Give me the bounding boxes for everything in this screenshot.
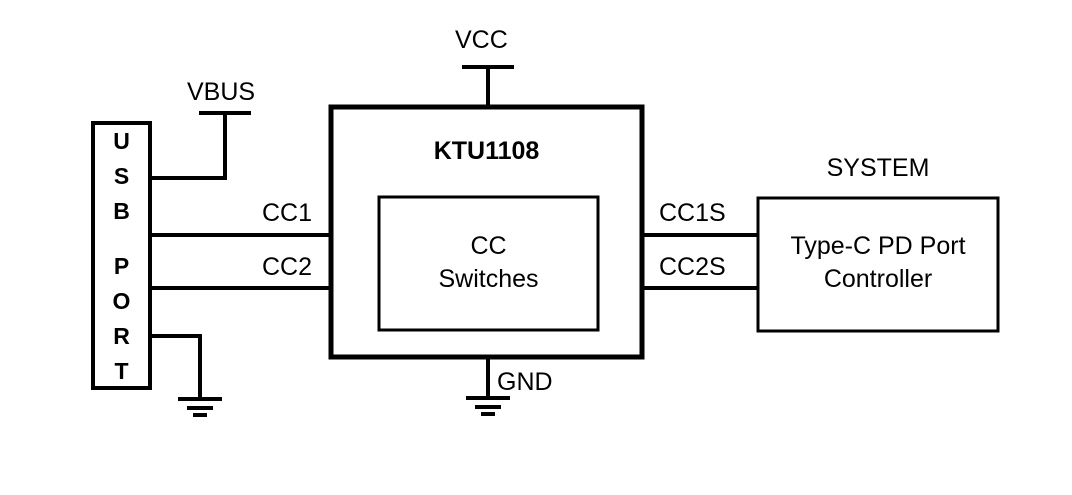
usb-letter-u: U [113, 128, 130, 154]
usb-letter-t: T [114, 358, 129, 384]
cc1s-label: CC1S [659, 199, 726, 227]
system-title-label: SYSTEM [826, 154, 930, 182]
usb-letter-b: B [113, 198, 130, 224]
cc-switches-label-line1: CC [470, 232, 507, 260]
cc2-label: CC2 [262, 253, 313, 281]
usb-letter-r: R [113, 323, 130, 349]
system-controller-box [756, 196, 1000, 333]
gnd-label: GND [497, 368, 553, 396]
usb-port-label: U S B P O R T [93, 130, 150, 383]
usb-letter-p: P [113, 253, 130, 279]
cc2s-label: CC2S [659, 253, 726, 281]
usb-letter-s: S [113, 163, 130, 189]
vbus-label: VBUS [187, 78, 256, 106]
usb-letter-o: O [112, 288, 131, 314]
cc-switches-label-line2: Switches [438, 265, 539, 293]
ktu1108-label: KTU1108 [433, 137, 540, 165]
usb-port-box [91, 121, 152, 390]
system-body-label-line2: Controller [823, 265, 933, 293]
cc-switches-block [377, 195, 600, 332]
cc1-label: CC1 [262, 199, 313, 227]
system-body-label-line1: Type-C PD Port [790, 232, 966, 260]
vcc-label: VCC [455, 26, 508, 54]
